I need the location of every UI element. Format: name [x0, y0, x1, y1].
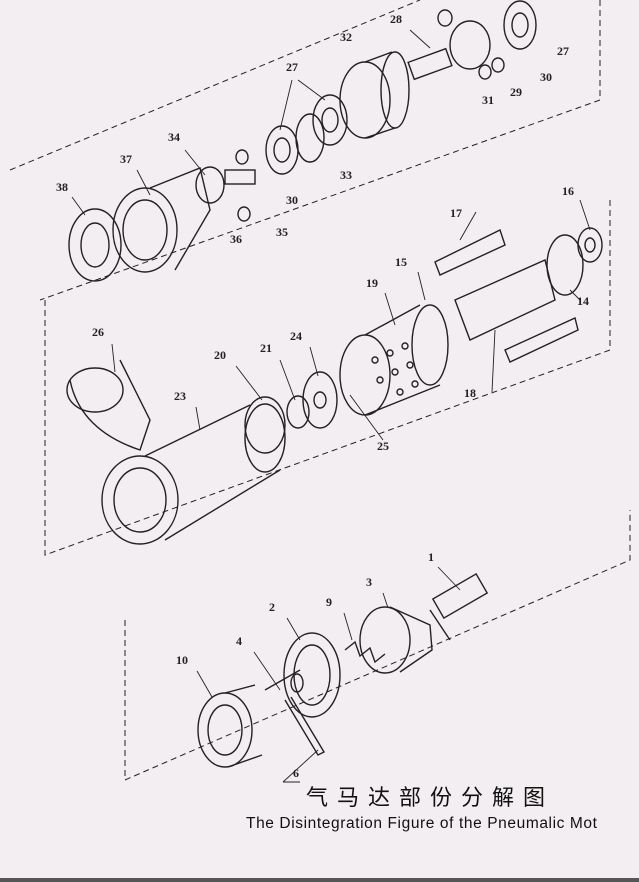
part-label-21: 21: [260, 341, 272, 355]
part-label-32: 32: [340, 30, 352, 44]
part-label-4: 4: [236, 634, 242, 648]
part-label-28: 28: [390, 12, 402, 26]
part-label-19: 19: [366, 276, 378, 290]
plate-24: [302, 371, 338, 429]
part-label-31: 31: [482, 93, 494, 107]
part-label-26: 26: [92, 325, 104, 339]
bearing-16: [577, 227, 603, 263]
group-boundaries: [9, 0, 631, 781]
bearing-27b: [312, 94, 348, 146]
housing-10: [197, 684, 263, 768]
part-label-27: 27: [557, 44, 569, 58]
part-label-1: 1: [428, 550, 434, 564]
part-label-23: 23: [174, 389, 186, 403]
bearing-27-top: [503, 0, 537, 50]
rotor-18: [454, 259, 556, 341]
part-label-35: 35: [276, 225, 288, 239]
part-label-37: 37: [120, 152, 132, 166]
valve-4: [264, 669, 304, 693]
part-label-17: 17: [450, 206, 462, 220]
pin-6: [284, 696, 325, 756]
bearing-27: [265, 125, 299, 175]
part-label-36: 36: [230, 232, 242, 246]
figure-title-english: The Disintegration Figure of the Pneumal…: [246, 815, 598, 832]
plate-20: [244, 396, 286, 454]
gears-29-31: [437, 9, 505, 80]
part-label-29: 29: [510, 85, 522, 99]
part-label-20: 20: [214, 348, 226, 362]
bearing-38: [68, 208, 122, 282]
figure-title-chinese: 气马达部份分解图: [306, 786, 555, 811]
part-label-30: 30: [540, 70, 552, 84]
planet-gears-35: [235, 149, 251, 222]
leader-lines: [71, 29, 591, 783]
part-label-10: 10: [176, 653, 188, 667]
cylinder-23: [101, 403, 286, 545]
ring-33: [295, 113, 325, 163]
part-label-38: 38: [56, 180, 68, 194]
spring-9: [344, 640, 386, 664]
sleeve-26: [66, 359, 151, 451]
part-label-9: 9: [326, 595, 332, 609]
bearing-21: [286, 395, 310, 429]
rotor-cylinder-19: [339, 304, 449, 416]
part-label-34: 34: [168, 130, 180, 144]
gear-carrier-34: [195, 166, 256, 204]
cap-3: [359, 606, 433, 674]
ring-gear-32: [339, 51, 410, 139]
part-label-27: 27: [286, 60, 298, 74]
housing-37: [112, 167, 211, 273]
inlet-1: [429, 573, 489, 641]
part-label-14: 14: [577, 294, 589, 308]
part-label-25: 25: [377, 439, 389, 453]
part-label-6: 6: [293, 766, 299, 780]
vanes-17: [434, 229, 579, 363]
page-edge: [0, 878, 639, 882]
part-label-30: 30: [286, 193, 298, 207]
part-label-15: 15: [395, 255, 407, 269]
part-label-3: 3: [366, 575, 372, 589]
plate-14: [546, 234, 584, 296]
part-label-2: 2: [269, 600, 275, 614]
part-label-16: 16: [562, 184, 574, 198]
shaft-28: [407, 20, 491, 81]
part-label-33: 33: [340, 168, 352, 182]
part-label-18: 18: [464, 386, 476, 400]
part-label-24: 24: [290, 329, 302, 343]
